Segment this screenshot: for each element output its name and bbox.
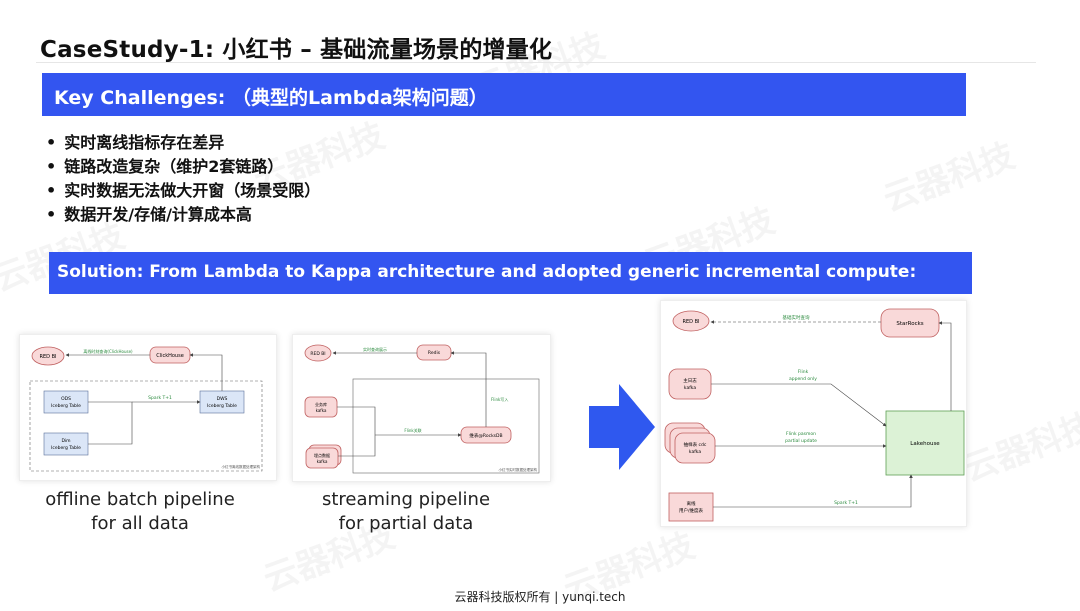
kappa-architecture-diagram: RED BI StarRocks 基础实时查询 主日志 kafka 抽样表 cd… [660,300,967,527]
edge-label: Flink关联 [404,427,421,433]
title-divider [36,62,1036,63]
slide-title: CaseStudy-1: 小红书 – 基础流量场景的增量化 [40,37,553,63]
binlog-node-label: kafka [317,459,328,464]
dim-node-label: 用户/维度表 [679,507,704,514]
clickhouse-node-label: ClickHouse [156,353,184,359]
dim-node-label: Iceberg Table [51,445,81,451]
bi-node-label: RED BI [40,354,57,360]
watermark-text: 云器科技 [878,135,1020,220]
caption-line: for partial data [338,513,474,534]
edge-label: append only [789,376,817,382]
bi-node [304,344,332,362]
dws-node-label: DWS [217,396,228,402]
challenge-item: 链路改造复杂（维护2套链路） [46,155,320,179]
edge-label: 基础实时查询 [783,314,810,321]
challenge-item: 实时数据无法做大开窗（场景受限） [46,179,320,203]
kafka-node [668,368,712,400]
stream-pipeline-caption: streaming pipeline for partial data [306,488,506,536]
challenge-item: 数据开发/存储/计算成本高 [46,203,320,227]
kafka-node-label: 业务库 [315,401,327,407]
bi-node [31,346,65,366]
edge-label: Flink pasmon [786,431,816,437]
diagram-note: 小红书离线数据处理架构 [222,464,261,469]
stream-diagram-svg: RED BI Redis 实时查询展示 业务库 kafka 埋点数据 kafka… [304,344,540,474]
caption-line: streaming pipeline [321,489,491,510]
solution-header: Solution: From Lambda to Kappa architect… [49,252,972,294]
cdc-node-label: kafka [689,449,701,455]
edge-label: 实时查询展示 [363,346,387,352]
watermark-text: 云器科技 [958,405,1080,490]
bi-node-label: RED BI [683,319,700,325]
dim-node-label: 离线 [687,500,696,507]
dim-node [43,432,89,456]
copyright-footer: 云器科技版权所有 | yunqi.tech [454,590,626,604]
caption-line: offline batch pipeline [45,489,235,510]
caption-line: for all data [91,513,189,534]
edge-label: 离线时刻查询(ClickHouse) [83,348,133,354]
edge-label: Spark T+1 [834,500,858,506]
dim-node-label: Dim [61,438,70,444]
ods-node-label: ODS [61,396,71,402]
bi-node [672,310,710,332]
cdc-node-label: 抽样表 cdc [684,441,707,448]
ods-node [43,390,89,414]
key-challenges-header: Key Challenges: （典型的Lambda架构问题） [42,73,966,116]
batch-pipeline-diagram: RED BI ClickHouse 离线时刻查询(ClickHouse) ODS… [19,334,277,481]
kafka-node [304,396,338,418]
stream-pipeline-diagram: RED BI Redis 实时查询展示 业务库 kafka 埋点数据 kafka… [292,334,551,482]
cdc-kafka-node [674,432,716,464]
batch-pipeline-caption: offline batch pipeline for all data [40,488,240,536]
kafka-node-label: kafka [316,408,327,413]
challenge-item: 实时离线指标存在差异 [46,131,320,155]
edge-label: partial update [785,438,817,444]
batch-diagram-svg: RED BI ClickHouse 离线时刻查询(ClickHouse) ODS… [29,346,263,472]
bi-node-label: RED BI [310,351,325,357]
transition-arrow-icon [589,384,655,470]
iceberg-boundary [29,380,263,472]
edge-label: Flink [798,369,809,375]
binlog-node [305,447,339,469]
diagram-note: 小红书实时数据处理架构 [499,467,538,472]
edge-label: Spark T+1 [148,395,172,401]
dws-node-label: Iceberg Table [207,403,237,409]
edge-label: Flink写入 [491,397,508,402]
kafka-node-label: kafka [684,385,696,391]
lakehouse-node [885,410,965,476]
lakehouse-node-label: Lakehouse [910,441,940,447]
dws-node [199,390,245,414]
rocksdb-node-label: 维表@RocksDB [469,432,502,439]
kappa-diagram-svg: RED BI StarRocks 基础实时查询 主日志 kafka 抽样表 cd… [664,308,965,522]
kafka-node-label: 主日志 [683,377,697,384]
binlog-node-label: 埋点数据 [314,452,330,458]
redis-node-label: Redis [428,350,441,356]
ods-node-label: Iceberg Table [51,403,81,409]
flink-boundary [352,378,540,474]
challenges-list: 实时离线指标存在差异 链路改造复杂（维护2套链路） 实时数据无法做大开窗（场景受… [46,131,320,227]
starrocks-node-label: StarRocks [896,321,923,327]
dim-table-node [668,492,714,522]
